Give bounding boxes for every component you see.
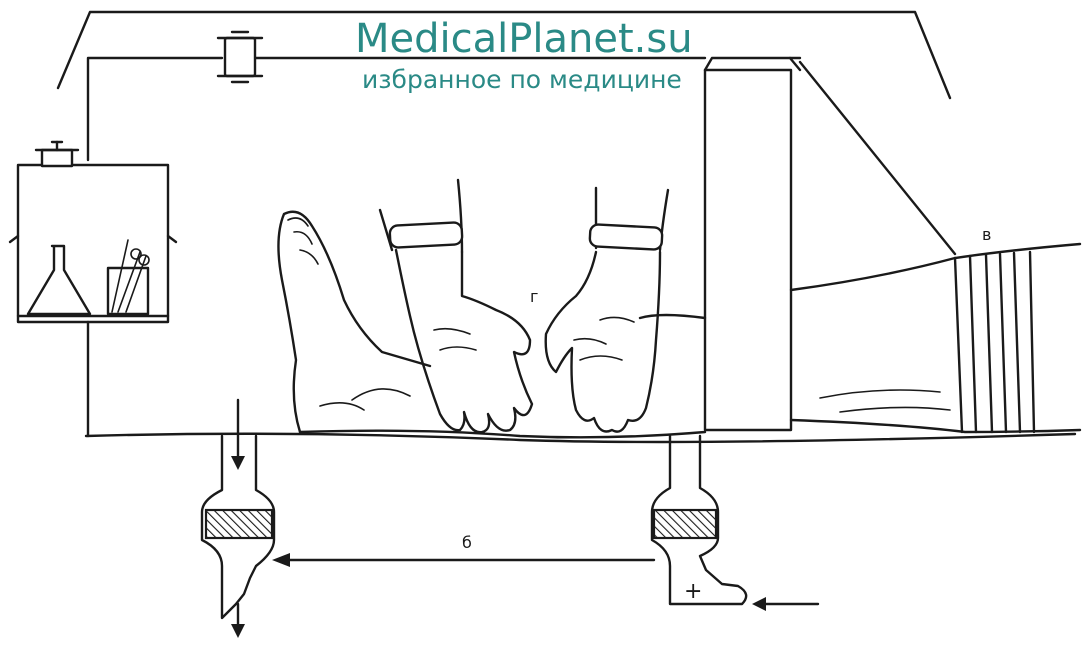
outflow-arrow-icon [231,624,245,638]
label-g: г [530,287,538,306]
inflow-port: + [652,436,818,611]
circulation-arrow-icon [272,553,290,567]
right-hand [546,188,668,432]
inflow-arrow-icon [752,597,766,611]
cuff-strut [800,62,955,254]
valve-connector [218,32,262,82]
tourniquet-cuff [955,252,1034,432]
label-v: в [982,225,991,244]
watermark-site: MedicalPlanet.su [355,16,693,62]
flask-icon [28,246,90,314]
outflow-port [202,400,274,638]
label-b: б [462,533,472,552]
watermark-tagline: избранное по медицине [362,65,682,94]
left-hand [380,180,532,432]
seal-panel [705,58,800,430]
sterile-box [10,142,176,322]
leg-thigh-lower [791,420,1080,432]
leg-shin-top [640,315,705,318]
leg-thigh [791,244,1080,290]
label-plus: + [684,579,702,604]
